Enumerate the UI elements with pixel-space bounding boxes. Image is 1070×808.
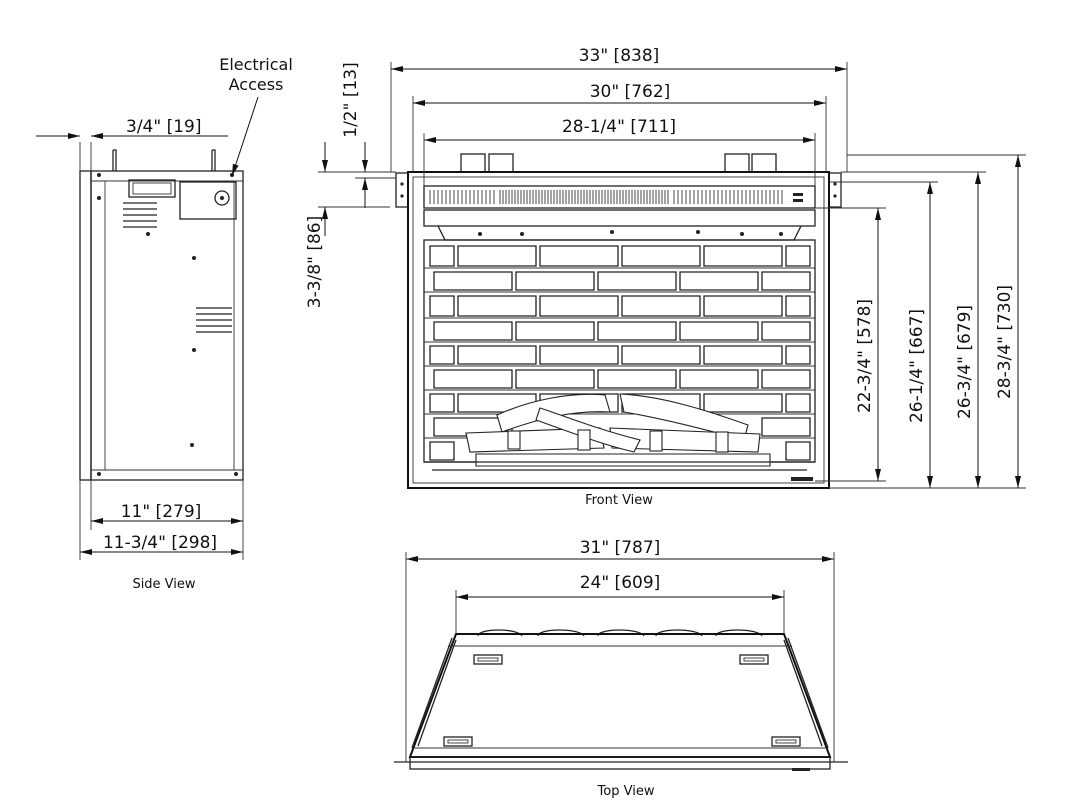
- front-view-label: Front View: [585, 493, 653, 508]
- side-view: 3/4" [19] Electrical Access 11" [279] 11…: [36, 55, 293, 592]
- top-view: 31" [787] 24" [609] Top View: [394, 538, 848, 799]
- dim-top-width-front: 31" [787]: [580, 538, 661, 558]
- dim-front-flange-top: 1/2" [13]: [341, 62, 361, 137]
- side-view-label: Side View: [132, 577, 195, 592]
- dim-top-width-back: 24" [609]: [580, 573, 661, 593]
- electrical-access-line2: Access: [229, 75, 284, 94]
- dim-front-width-body: 30" [762]: [590, 82, 671, 102]
- dim-front-width-opening: 28-1/4" [711]: [562, 117, 676, 137]
- dim-front-height-body: 26-1/4" [667]: [907, 309, 927, 423]
- dim-front-height-overall: 28-3/4" [730]: [995, 285, 1015, 399]
- dim-front-top-offset: 3-3/8" [86]: [305, 216, 325, 308]
- dim-front-height-mid: 26-3/4" [679]: [955, 305, 975, 419]
- top-view-label: Top View: [597, 784, 655, 799]
- dim-side-depth-inner: 11" [279]: [121, 502, 202, 522]
- dim-front-width-overall: 33" [838]: [579, 46, 660, 66]
- electrical-access-line1: Electrical: [219, 55, 293, 74]
- dim-front-height-opening: 22-3/4" [578]: [855, 299, 875, 413]
- brick-pattern: [424, 245, 815, 461]
- front-view: Front View 33" [838] 30" [762] 28-1/4" […: [305, 46, 1026, 508]
- dim-side-offset: 3/4" [19]: [126, 117, 201, 137]
- dim-side-depth-outer: 11-3/4" [298]: [103, 533, 217, 553]
